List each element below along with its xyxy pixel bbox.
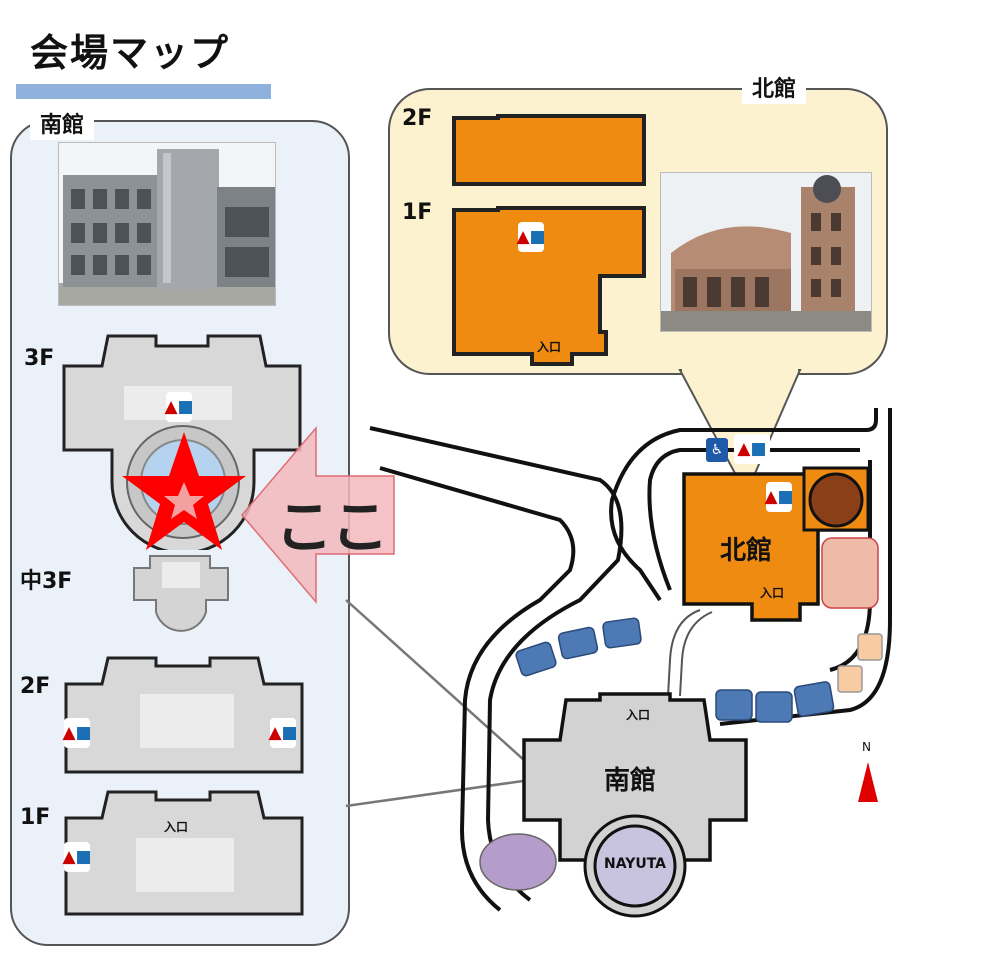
title-underline xyxy=(16,84,271,99)
south-3f-restroom-icon: ▲■ xyxy=(164,392,194,422)
north-floor-2f-plan xyxy=(452,114,646,186)
site-north-entrance-label: 入口 xyxy=(760,586,785,600)
south-floor-m3f-label: 中3F xyxy=(20,569,73,594)
south-1f-restroom-icon: ▲■ xyxy=(62,842,92,872)
south-floor-1f-label: 1F xyxy=(20,805,51,830)
site-south-entrance-label: 入口 xyxy=(626,708,651,722)
south-floor-m3f-plan xyxy=(133,555,229,632)
south-floor-2f-label: 2F xyxy=(20,674,51,699)
north-panel-label: 北館 xyxy=(742,76,807,104)
site-map xyxy=(369,408,892,918)
south-building-photo xyxy=(58,142,276,306)
here-star-icon xyxy=(122,432,246,550)
south-1f-entrance-label: 入口 xyxy=(164,820,189,834)
south-panel-label: 南館 xyxy=(30,112,95,140)
site-south-building-label: 南館 xyxy=(604,766,657,796)
north-building-photo xyxy=(660,172,872,332)
north-1f-entrance-label: 入口 xyxy=(537,340,562,354)
north-floor-1f-plan xyxy=(452,206,646,366)
here-label: ここ xyxy=(275,493,389,561)
site-north-building-label: 北館 xyxy=(720,536,773,566)
south-2f-restroom-left-icon: ▲■ xyxy=(62,718,92,748)
site-north-outside-restroom-icon: ▲■ xyxy=(734,434,770,464)
north-1f-restroom-icon: ▲■ xyxy=(516,222,546,252)
site-dome-label: NAYUTA xyxy=(603,856,666,872)
here-arrow-icon xyxy=(241,425,395,605)
north-floor-1f-label: 1F xyxy=(402,200,433,225)
compass-north-label: N xyxy=(862,740,871,754)
south-floor-1f-plan xyxy=(64,790,304,916)
south-floor-2f-plan xyxy=(64,656,304,774)
south-floor-3f-label: 3F xyxy=(24,346,55,371)
site-north-restroom-icon: ▲■ xyxy=(764,482,794,512)
north-floor-2f-label: 2F xyxy=(402,106,433,131)
accessible-restroom-icon: ♿ xyxy=(706,438,728,462)
page-title: 会場マップ xyxy=(30,31,231,75)
south-2f-restroom-right-icon: ▲■ xyxy=(268,718,298,748)
